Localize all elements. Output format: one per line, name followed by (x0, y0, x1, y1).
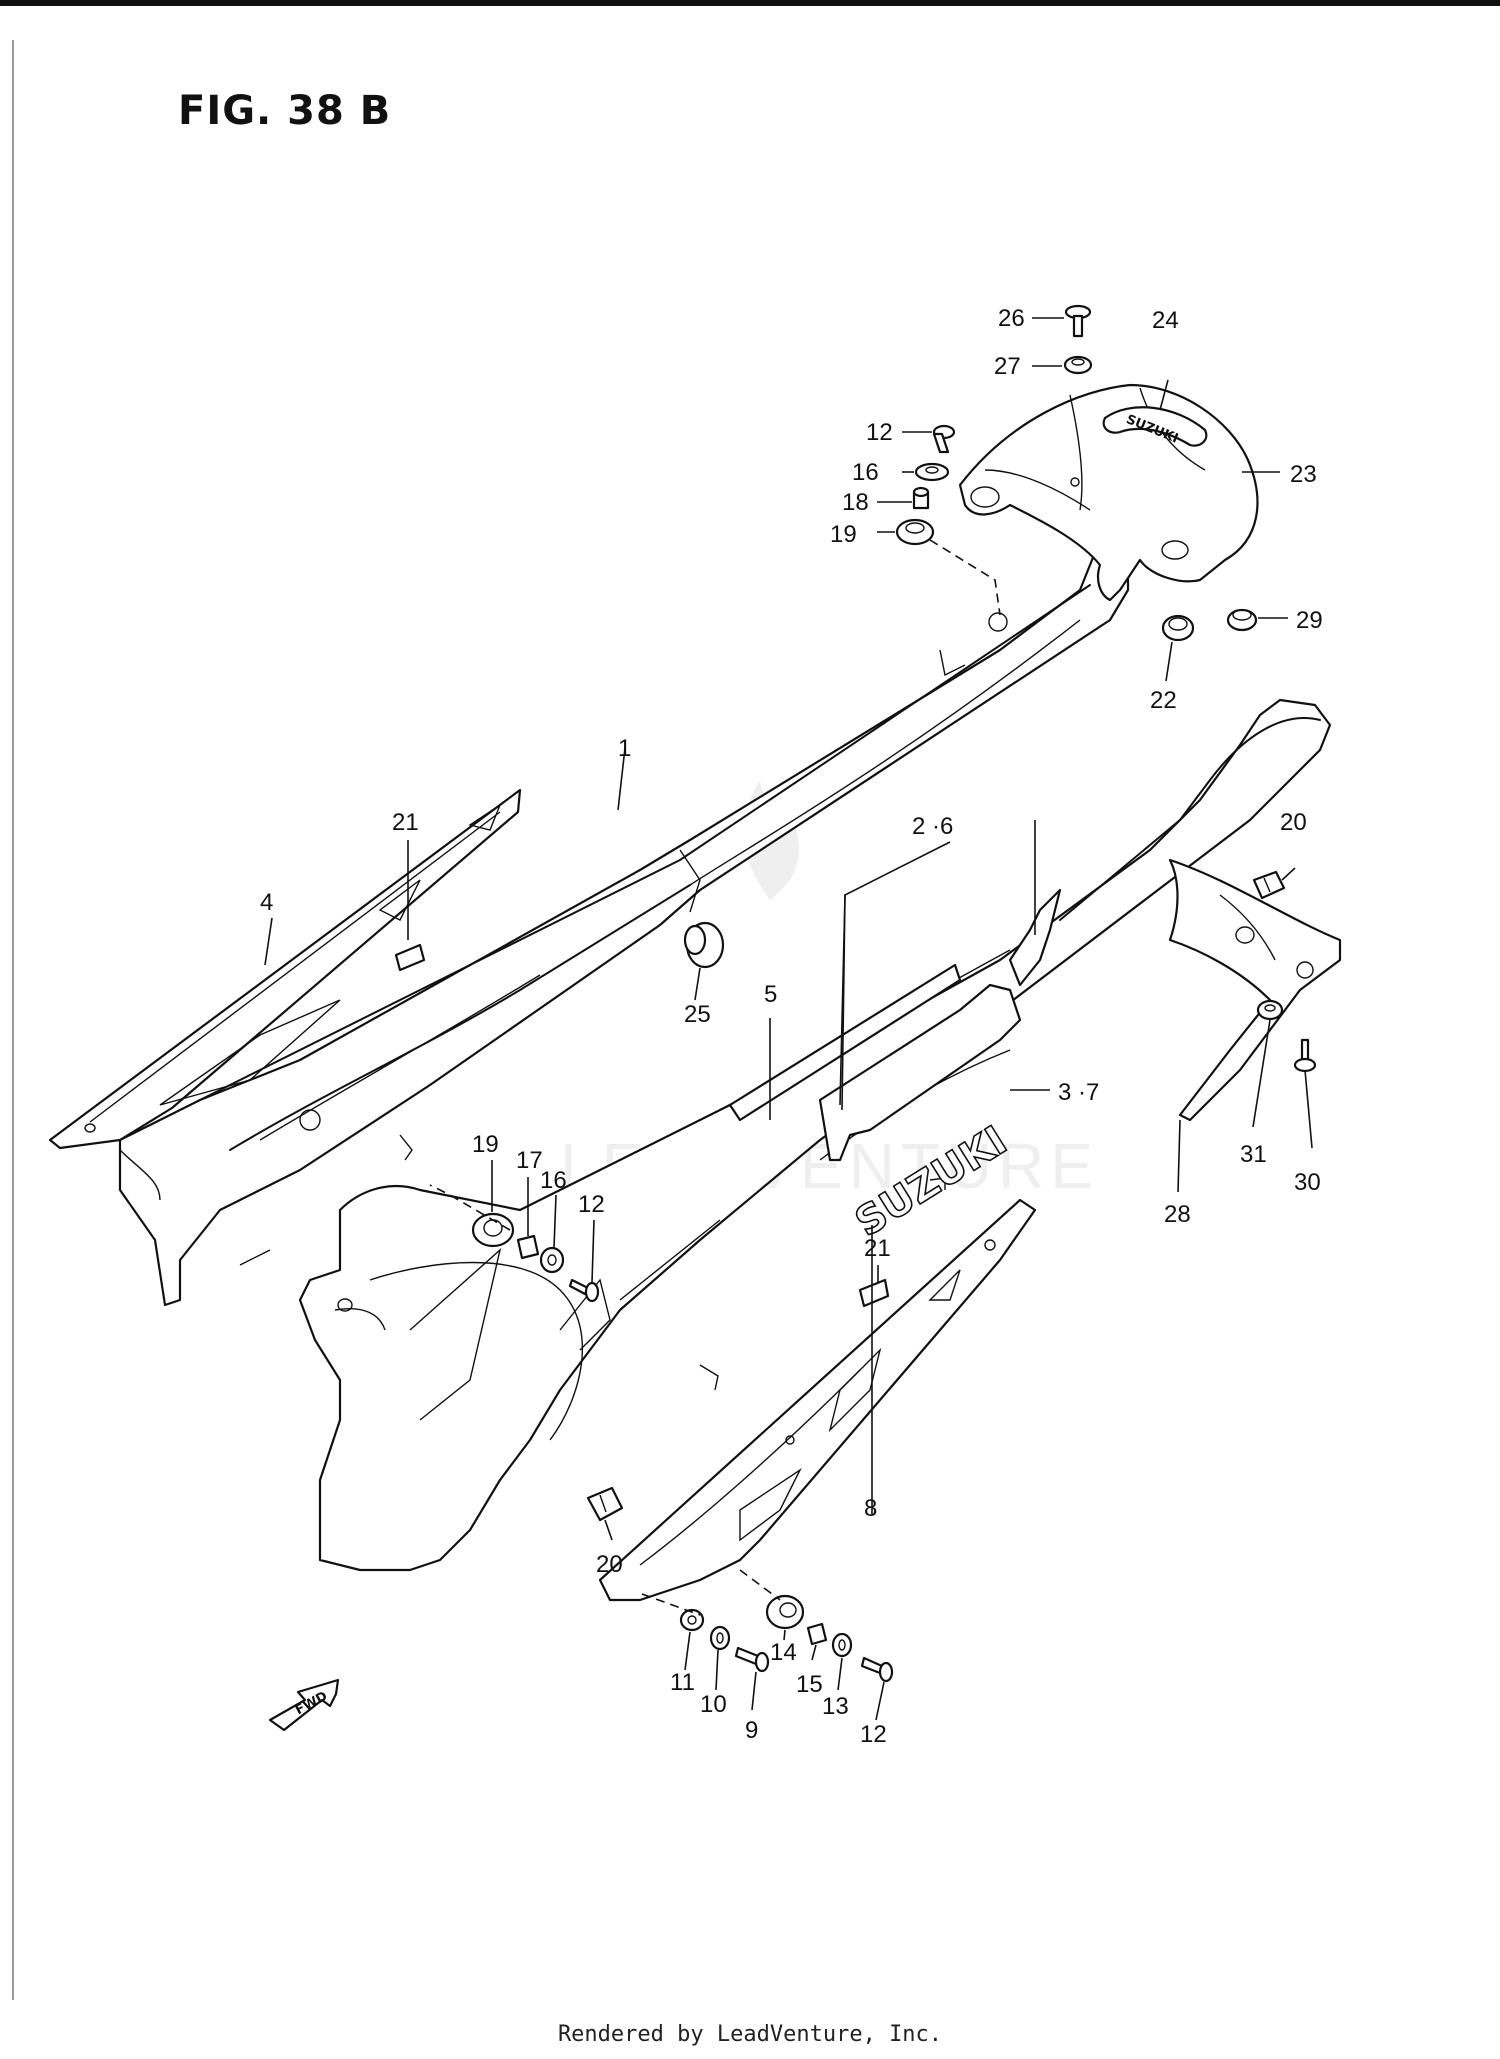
callout-19-top: 19 (830, 521, 857, 548)
grommet-part-25 (683, 921, 725, 969)
screw-part-12-top (932, 424, 956, 454)
callout-labels: 26 24 27 12 23 16 18 19 29 22 1 21 2 ·6 … (260, 305, 1323, 1748)
grommet-part-14 (765, 1594, 805, 1630)
callout-13: 13 (822, 1693, 849, 1720)
lower-cover-part-8 (598, 1198, 1037, 1602)
callout-18: 18 (842, 489, 869, 516)
callout-4: 4 (260, 889, 273, 916)
callout-11: 11 (670, 1669, 695, 1696)
collar-part-15 (806, 1622, 828, 1646)
fwd-arrow-icon: FWD (268, 1678, 340, 1732)
frame-rail-part-1 (118, 538, 1130, 1307)
grab-bar-part-28 (1168, 858, 1342, 1122)
washer-part-16-top (914, 462, 950, 482)
callout-16-mid: 16 (540, 1167, 567, 1194)
left-upper-cover-part-4 (48, 788, 522, 1150)
callout-20-bottom: 20 (596, 1551, 623, 1578)
callout-31: 31 (1240, 1141, 1267, 1168)
pad-part-21-left (394, 943, 426, 972)
assembly-lines (429, 539, 1001, 1616)
collar-part-22 (1161, 614, 1195, 642)
stripe-part-2-6 (818, 888, 1062, 1162)
callout-25: 25 (684, 1001, 711, 1028)
figure-title: FIG. 38 B (178, 88, 392, 134)
callout-16-top: 16 (852, 459, 879, 486)
callout-14: 14 (770, 1639, 797, 1666)
callout-24: 24 (1152, 307, 1179, 334)
callout-23: 23 (1290, 461, 1317, 488)
callout-21-left: 21 (392, 809, 419, 836)
screw-part-12-mid (568, 1278, 600, 1303)
top-border (0, 0, 1500, 6)
callout-15: 15 (796, 1671, 823, 1698)
callout-12-bottom: 12 (860, 1721, 887, 1748)
screw-part-12-bottom (860, 1656, 894, 1683)
callout-19-mid: 19 (472, 1131, 499, 1158)
grommet-part-19-mid (471, 1212, 515, 1248)
screw-part-9 (734, 1646, 770, 1673)
leader-lines (264, 317, 1313, 1721)
callout-12-mid: 12 (578, 1191, 605, 1218)
callout-27: 27 (994, 353, 1021, 380)
screw-part-26 (1064, 304, 1092, 338)
callout-8: 8 (864, 1495, 877, 1522)
callout-9: 9 (745, 1717, 758, 1744)
collar-part-18 (912, 486, 930, 510)
clip-nut-part-20-bottom (586, 1486, 624, 1522)
callout-1: 1 (618, 735, 631, 762)
callout-17: 17 (516, 1147, 543, 1174)
callout-22: 22 (1150, 687, 1177, 714)
callout-2-6: 2 ·6 (912, 813, 953, 840)
washer-part-11 (679, 1608, 705, 1632)
callout-29: 29 (1296, 607, 1323, 634)
callout-5: 5 (764, 981, 777, 1008)
callout-20-right: 20 (1280, 809, 1307, 836)
washer-part-10 (709, 1625, 731, 1651)
grommet-part-29 (1226, 608, 1258, 632)
strip-part-5 (728, 963, 962, 1122)
callout-30: 30 (1294, 1169, 1321, 1196)
washer-part-31 (1256, 999, 1284, 1021)
washer-part-13 (831, 1632, 853, 1658)
callout-10: 10 (700, 1691, 727, 1718)
washer-part-16-mid (539, 1246, 565, 1274)
callout-3-7: 3 ·7 (1058, 1079, 1099, 1106)
callout-28: 28 (1164, 1201, 1191, 1228)
clip-nut-part-20-right (1252, 870, 1286, 900)
collar-part-17 (516, 1234, 540, 1260)
callout-26: 26 (998, 305, 1025, 332)
bolt-part-30 (1293, 1038, 1317, 1073)
callout-21-right: 21 (864, 1235, 891, 1262)
left-border (12, 40, 14, 2000)
washer-part-27 (1063, 355, 1093, 375)
footer-credit: Rendered by LeadVenture, Inc. (557, 2022, 943, 2047)
pad-part-21-right (858, 1278, 890, 1308)
grommet-part-19-top (895, 518, 935, 546)
callout-12-top: 12 (866, 419, 893, 446)
